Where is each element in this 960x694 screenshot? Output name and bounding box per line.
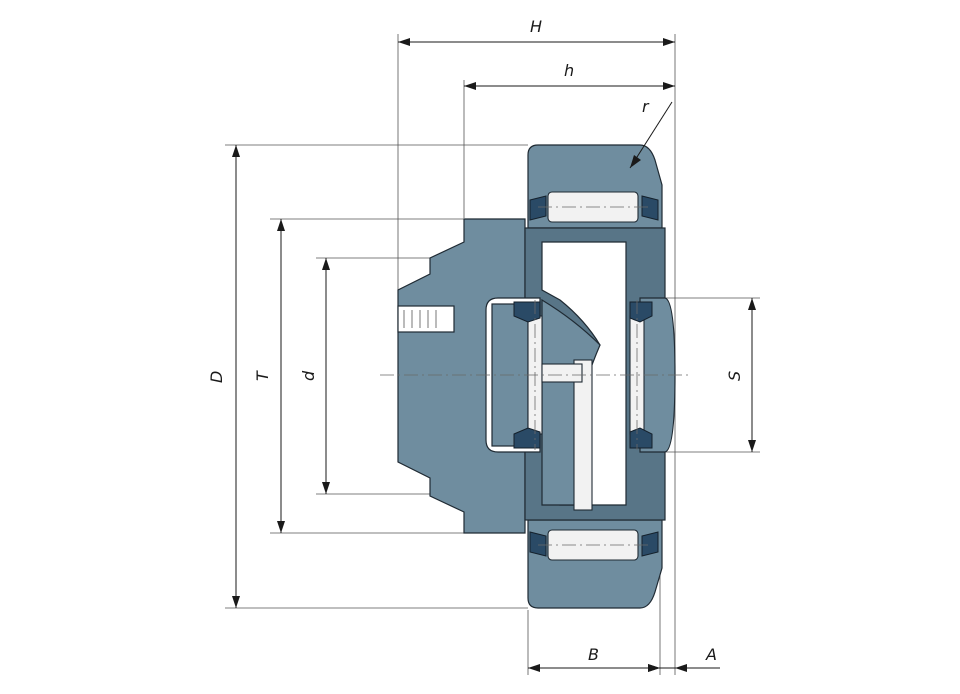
dimension-T: T — [253, 219, 285, 533]
lube-port — [541, 363, 583, 383]
label-h: h — [564, 61, 574, 80]
label-H: H — [530, 17, 542, 36]
seal-bottom-right — [641, 531, 659, 557]
dimension-d: d — [299, 258, 330, 494]
bearing-assembly — [397, 144, 676, 609]
label-T: T — [253, 370, 272, 381]
dimension-H: H — [398, 17, 675, 46]
dimension-D: D — [207, 145, 240, 608]
seal-top-right — [641, 195, 659, 221]
label-S: S — [725, 371, 744, 381]
seal-mid-left-top — [513, 301, 541, 323]
seal-mid-right-bottom — [629, 427, 653, 449]
seal-mid-right-top — [629, 301, 653, 323]
stud-flange — [397, 218, 526, 534]
label-A: A — [705, 645, 717, 664]
lube-channel — [573, 359, 593, 511]
label-D: D — [207, 371, 226, 383]
label-B: B — [588, 645, 599, 664]
label-d: d — [299, 370, 318, 381]
threaded-hole — [397, 305, 455, 333]
center-lines — [380, 206, 690, 546]
dimension-S: S — [725, 298, 756, 452]
seal-top-left — [529, 195, 547, 221]
label-r: r — [642, 97, 650, 116]
dimension-r: r — [629, 97, 673, 169]
seal-bottom-left — [529, 531, 547, 557]
dimension-h: h — [464, 61, 675, 90]
seal-mid-left-bottom — [513, 427, 541, 449]
dimension-A: A — [640, 645, 720, 672]
